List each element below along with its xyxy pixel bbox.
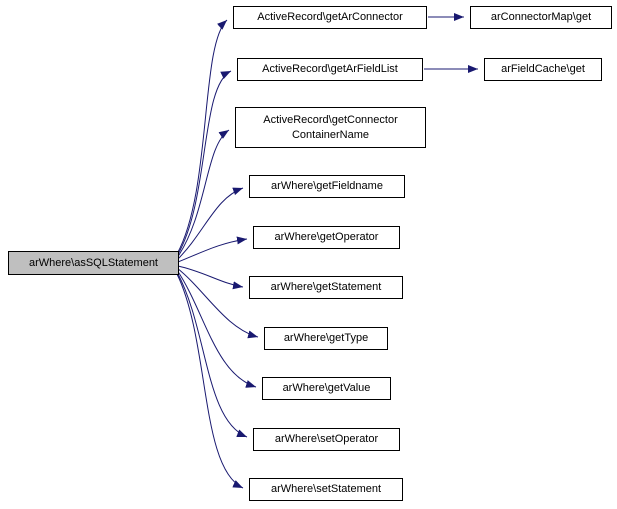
node-arwhere-getvalue[interactable]: arWhere\getValue xyxy=(262,377,391,400)
node-arwhere-gettype[interactable]: arWhere\getType xyxy=(264,327,388,350)
node-arconnectormap-get[interactable]: arConnectorMap\get xyxy=(470,6,612,29)
node-activerecord-getarconnector[interactable]: ActiveRecord\getArConnector xyxy=(233,6,427,29)
node-arwhere-getoperator[interactable]: arWhere\getOperator xyxy=(253,226,400,249)
node-arwhere-setstatement[interactable]: arWhere\setStatement xyxy=(249,478,403,501)
node-activerecord-getarfieldlist[interactable]: ActiveRecord\getArFieldList xyxy=(237,58,423,81)
node-arwhere-getstatement[interactable]: arWhere\getStatement xyxy=(249,276,403,299)
node-arwhere-getfieldname[interactable]: arWhere\getFieldname xyxy=(249,175,405,198)
node-arfieldcache-get[interactable]: arFieldCache\get xyxy=(484,58,602,81)
node-activerecord-getconnectorcontainername[interactable]: ActiveRecord\getConnector ContainerName xyxy=(235,107,426,148)
node-arwhere-assqlstatement[interactable]: arWhere\asSQLStatement xyxy=(8,251,179,275)
node-arwhere-setoperator[interactable]: arWhere\setOperator xyxy=(253,428,400,451)
